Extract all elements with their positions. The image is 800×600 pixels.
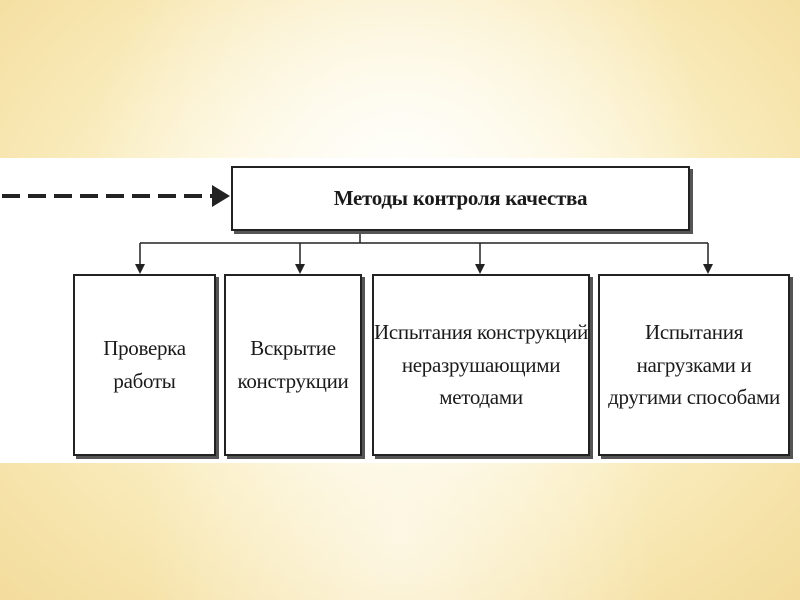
child-node-label: Проверка работы bbox=[103, 336, 186, 393]
child-node-label: Вскрытие конструкции bbox=[237, 336, 349, 393]
child-node-label: Испытания нагрузками и другими способами bbox=[608, 320, 780, 410]
incoming-arrowhead bbox=[212, 185, 230, 207]
child-node-load-testing: Испытания нагрузками и другими способами bbox=[598, 274, 790, 456]
root-node: Методы контроля качества bbox=[231, 166, 690, 231]
drop-arrowhead-2 bbox=[295, 264, 305, 274]
drop-arrowhead-1 bbox=[135, 264, 145, 274]
child-node-work-inspection: Проверка работы bbox=[73, 274, 216, 456]
child-node-label: Испытания конструкций неразрушающими мет… bbox=[374, 320, 588, 410]
diagram-panel: Методы контроля качества Проверка работы… bbox=[0, 158, 800, 463]
child-node-structure-opening: Вскрытие конструкции bbox=[224, 274, 362, 456]
connector-lines bbox=[2, 185, 713, 274]
drop-arrowhead-3 bbox=[475, 264, 485, 274]
drop-arrowhead-4 bbox=[703, 264, 713, 274]
child-node-nondestructive-testing: Испытания конструкций неразрушающими мет… bbox=[372, 274, 590, 456]
root-node-label: Методы контроля качества bbox=[333, 186, 588, 211]
